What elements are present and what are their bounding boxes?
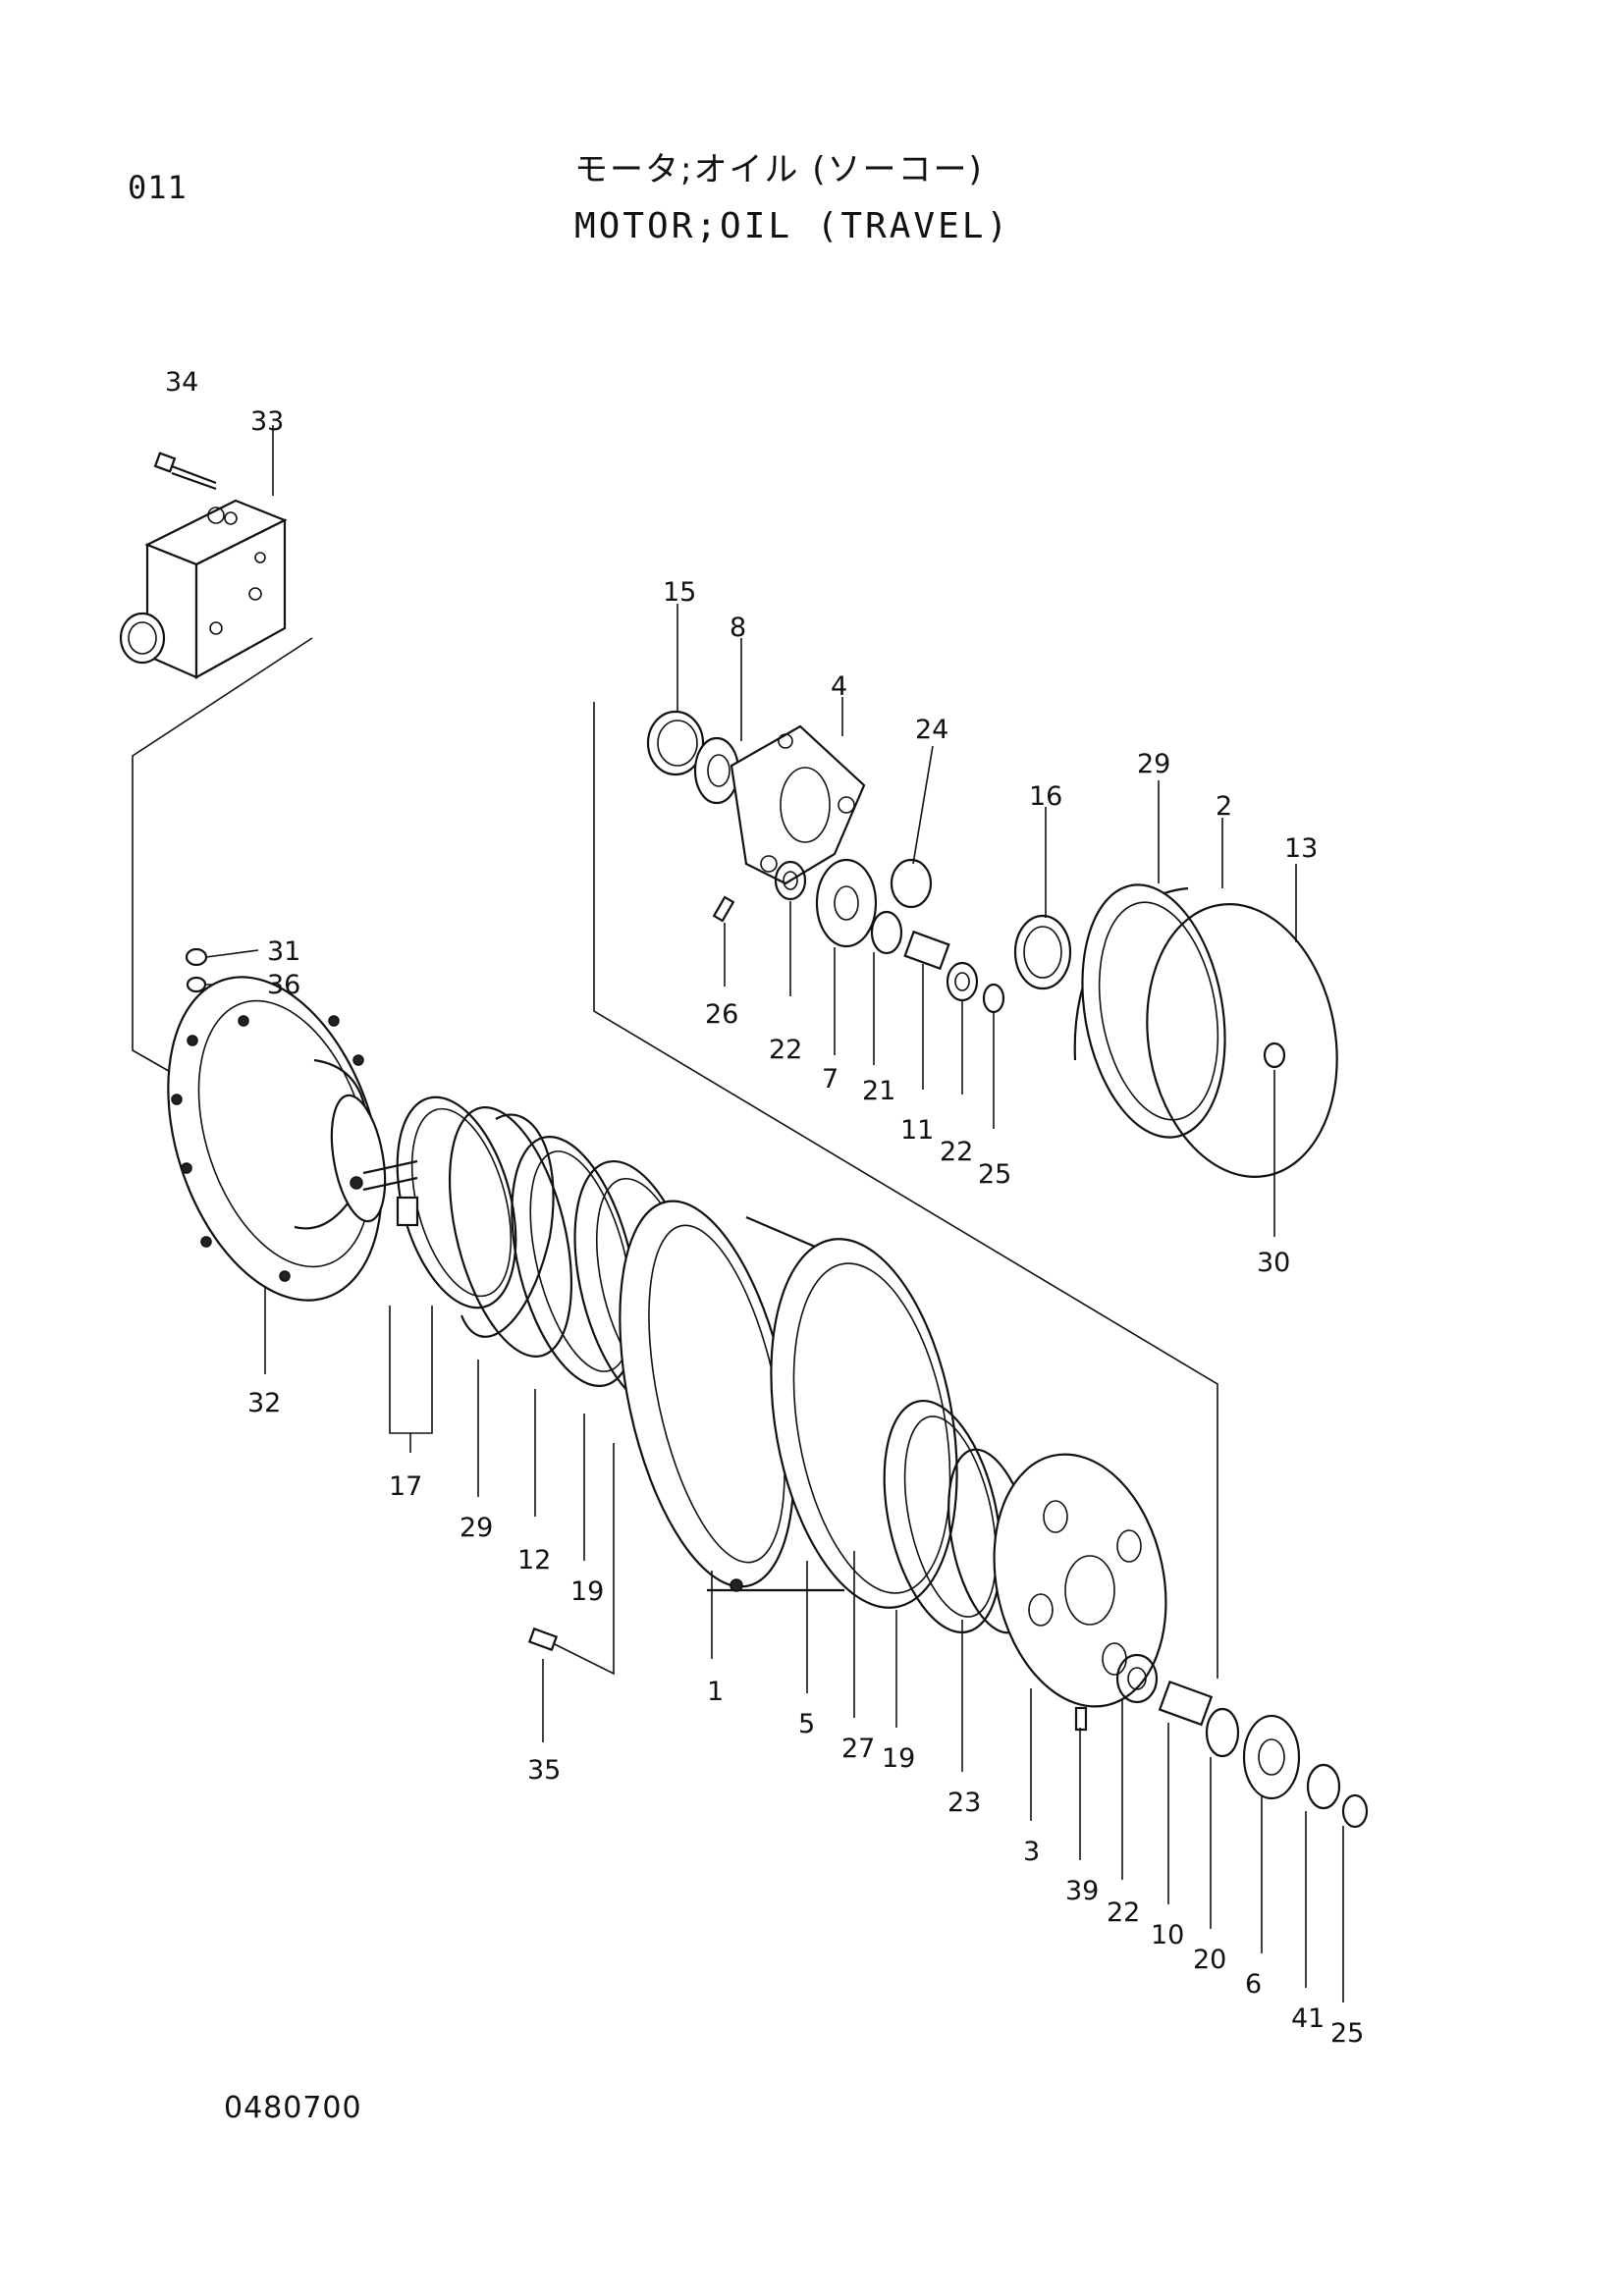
callout-5: 5 bbox=[798, 1709, 815, 1739]
washer-22-lower-drawing[interactable] bbox=[1115, 1653, 1159, 1704]
callout-6: 6 bbox=[1245, 1969, 1262, 2000]
callout-22-lower: 22 bbox=[1107, 1897, 1140, 1928]
carrier-4-drawing[interactable] bbox=[730, 724, 866, 885]
shaft-11-drawing[interactable] bbox=[903, 930, 950, 971]
callout-16: 16 bbox=[1029, 781, 1062, 812]
callout-32: 32 bbox=[247, 1388, 281, 1418]
callout-35: 35 bbox=[527, 1755, 561, 1786]
callout-12: 12 bbox=[517, 1545, 551, 1575]
callout-17: 17 bbox=[389, 1471, 422, 1502]
housing-1-drawing[interactable] bbox=[589, 1186, 983, 1623]
bolt-34-drawing[interactable] bbox=[153, 452, 217, 491]
pin-26-drawing[interactable] bbox=[712, 895, 735, 923]
callout-13: 13 bbox=[1284, 833, 1318, 864]
callout-33: 33 bbox=[250, 406, 284, 437]
cover-13-drawing[interactable] bbox=[1126, 889, 1358, 1193]
snap-ring-24-drawing[interactable] bbox=[890, 858, 933, 909]
plug-31-drawing[interactable] bbox=[185, 947, 259, 967]
cover-32-drawing[interactable] bbox=[130, 949, 419, 1327]
snap-ring-29-left-drawing[interactable] bbox=[427, 1095, 594, 1369]
snap-ring-25-lower-drawing[interactable] bbox=[1341, 1793, 1369, 1829]
callout-21: 21 bbox=[862, 1076, 895, 1106]
callout-25-upper: 25 bbox=[978, 1159, 1011, 1190]
callout-1: 1 bbox=[707, 1677, 724, 1707]
callout-23: 23 bbox=[947, 1788, 981, 1818]
snap-ring-25-upper-drawing[interactable] bbox=[982, 983, 1005, 1014]
callout-26: 26 bbox=[705, 999, 738, 1030]
callout-4: 4 bbox=[831, 671, 847, 702]
washer-22-upper-drawing[interactable] bbox=[774, 860, 807, 901]
bearing-19-right-drawing[interactable] bbox=[865, 1390, 1019, 1643]
callout-7: 7 bbox=[822, 1064, 839, 1095]
callout-10: 10 bbox=[1151, 1920, 1184, 1950]
callout-22-upper: 22 bbox=[769, 1035, 802, 1065]
callout-31: 31 bbox=[267, 936, 300, 967]
shaft-10-drawing[interactable] bbox=[1158, 1680, 1214, 1727]
callout-8: 8 bbox=[730, 613, 746, 643]
callout-29-upper: 29 bbox=[1137, 749, 1170, 779]
gear-6-drawing[interactable] bbox=[1242, 1714, 1301, 1800]
callout-41: 41 bbox=[1291, 2003, 1325, 2034]
callout-29-lower: 29 bbox=[460, 1513, 493, 1543]
valve-block-33-drawing[interactable] bbox=[119, 499, 288, 679]
callout-11: 11 bbox=[900, 1115, 934, 1146]
washer-22-middle-drawing[interactable] bbox=[946, 961, 979, 1002]
thrust-ring-15-drawing[interactable] bbox=[646, 710, 705, 776]
callout-39: 39 bbox=[1065, 1876, 1099, 1906]
callout-19-right: 19 bbox=[882, 1743, 915, 1774]
plug-30-drawing[interactable] bbox=[1263, 1041, 1286, 1069]
cover-2-drawing[interactable] bbox=[1063, 874, 1243, 1148]
bearing-21-drawing[interactable] bbox=[870, 910, 903, 955]
callout-36: 36 bbox=[267, 970, 300, 1000]
pin-39-drawing[interactable] bbox=[1074, 1706, 1088, 1732]
pin-35-drawing[interactable] bbox=[527, 1443, 615, 1676]
leader-lines bbox=[264, 425, 1344, 2002]
drawing-number: 0480700 bbox=[224, 2091, 362, 2125]
thrust-ring-16-drawing[interactable] bbox=[1013, 914, 1072, 990]
washer-41-drawing[interactable] bbox=[1306, 1763, 1341, 1810]
callout-30: 30 bbox=[1257, 1248, 1290, 1278]
callout-27: 27 bbox=[841, 1734, 875, 1764]
callout-22-middle: 22 bbox=[940, 1137, 973, 1167]
bearing-20-drawing[interactable] bbox=[1205, 1707, 1240, 1758]
bearing-17-drawing[interactable] bbox=[376, 1085, 536, 1321]
carrier-3-drawing[interactable] bbox=[972, 1438, 1188, 1723]
callout-3: 3 bbox=[1023, 1837, 1040, 1867]
title-japanese: モータ;オイル (ソーコー) bbox=[574, 150, 984, 189]
callout-20: 20 bbox=[1193, 1945, 1226, 1975]
callout-25-lower: 25 bbox=[1330, 2018, 1364, 2049]
page-code: 011 bbox=[128, 169, 188, 206]
callout-24: 24 bbox=[915, 715, 948, 745]
callout-15: 15 bbox=[663, 577, 696, 608]
callout-2: 2 bbox=[1216, 791, 1232, 822]
callout-19-left: 19 bbox=[570, 1576, 604, 1607]
callout-34: 34 bbox=[165, 367, 198, 398]
gear-7-drawing[interactable] bbox=[815, 858, 878, 948]
title-english: MOTOR;OIL (TRAVEL) bbox=[574, 206, 1011, 246]
